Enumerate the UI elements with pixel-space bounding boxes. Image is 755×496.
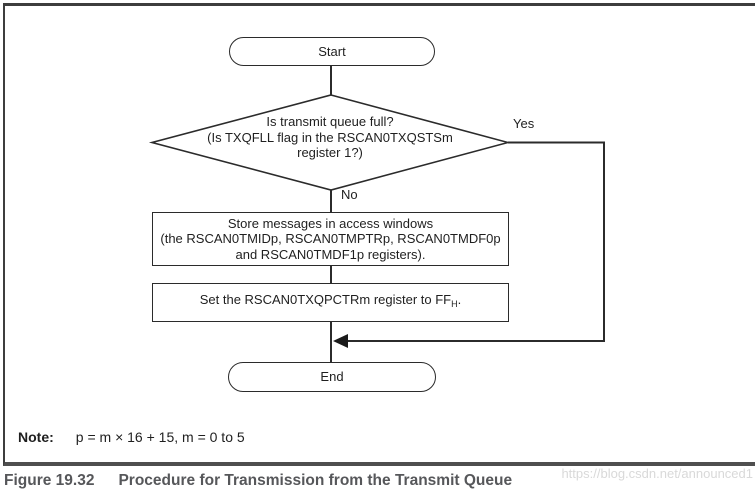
process1-line1: Store messages in access windows <box>227 215 434 231</box>
yes-branch-arrowhead-icon <box>333 334 348 348</box>
process1-line3: and RSCAN0TMDF1p registers). <box>235 246 426 262</box>
process2-text-main: Set the RSCAN0TXQPCTRm register to FF <box>199 292 452 308</box>
start-terminator: Start <box>229 37 435 66</box>
process2-subscript: H <box>451 299 458 310</box>
figure-note: Note: p = m × 16 + 15, m = 0 to 5 <box>18 429 245 445</box>
yes-branch-label: Yes <box>513 116 535 131</box>
note-text: p = m × 16 + 15, m = 0 to 5 <box>75 429 245 445</box>
process2-text-period: . <box>457 292 462 308</box>
figure-caption-number: Figure 19.32 <box>4 472 95 489</box>
note-label: Note: <box>18 429 54 445</box>
connector-yes-branch <box>347 141 605 342</box>
end-terminator: End <box>228 362 436 392</box>
process2-text: Set the RSCAN0TXQPCTRm register to FFH. <box>200 292 462 313</box>
start-label: Start <box>318 43 346 59</box>
figure-caption: Figure 19.32 Procedure for Transmission f… <box>4 472 512 490</box>
decision-line1: Is transmit queue full? <box>266 114 394 129</box>
process-store-messages: Store messages in access windows (the RS… <box>152 212 509 266</box>
decision-line3: register 1?) <box>297 145 363 161</box>
no-branch-label: No <box>341 187 358 202</box>
process-set-register: Set the RSCAN0TXQPCTRm register to FFH. <box>152 283 509 322</box>
decision-line2: (Is TXQFLL flag in the RSCAN0TXQSTSm <box>207 129 453 145</box>
figure-frame <box>3 3 755 466</box>
watermark-text: https://blog.csdn.net/announced1 <box>561 466 753 481</box>
decision-text: Is transmit queue full? (Is TXQFLL flag … <box>151 114 509 161</box>
end-label: End <box>320 369 344 385</box>
figure-caption-title: Procedure for Transmission from the Tran… <box>118 472 513 489</box>
process1-line2: (the RSCAN0TMIDp, RSCAN0TMPTRp, RSCAN0TM… <box>160 231 501 247</box>
